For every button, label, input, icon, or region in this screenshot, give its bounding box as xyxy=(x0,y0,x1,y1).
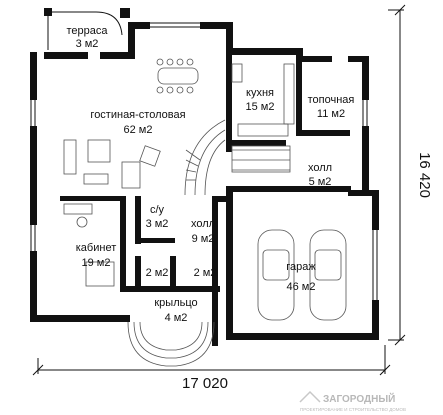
living-room-label: гостиная-столовая 62 м2 xyxy=(90,109,185,136)
svg-text:9 м2: 9 м2 xyxy=(192,233,215,245)
staircase xyxy=(184,119,291,196)
kitchen-label: кухня 15 м2 xyxy=(246,87,275,113)
dining-table xyxy=(156,58,199,94)
svg-text:ЗАГОРОДНЫЙ: ЗАГОРОДНЫЙ xyxy=(323,392,395,405)
garage-label: гараж 46 м2 xyxy=(286,261,316,293)
width-dimension-label: 17 020 xyxy=(182,375,228,392)
wc-label: с/у 3 м2 xyxy=(146,204,169,230)
svg-text:3 м2: 3 м2 xyxy=(146,218,169,230)
svg-text:2 м2: 2 м2 xyxy=(194,267,217,279)
svg-text:крыльцо: крыльцо xyxy=(154,297,197,309)
depth-dimension-line xyxy=(388,4,406,346)
svg-text:кабинет: кабинет xyxy=(76,242,116,254)
porch-steps xyxy=(127,321,215,367)
kitchen-counter xyxy=(231,63,295,137)
hall-center-label: холл 9 м2 xyxy=(191,218,215,245)
study-label: кабинет 19 м2 xyxy=(76,242,116,269)
svg-text:с/у: с/у xyxy=(150,204,165,216)
svg-text:холл: холл xyxy=(191,218,215,230)
boiler-room-label: топочная 11 м2 xyxy=(308,94,355,120)
sofa xyxy=(63,139,161,185)
depth-dimension-label: 16 420 xyxy=(416,152,433,198)
terrace-label: терраса 3 м2 xyxy=(66,25,108,50)
study-furniture xyxy=(63,161,141,287)
svg-text:топочная: топочная xyxy=(308,94,355,106)
svg-text:гараж: гараж xyxy=(286,261,316,273)
exterior-walls xyxy=(28,20,381,340)
interior-walls xyxy=(60,52,351,346)
svg-text:5 м2: 5 м2 xyxy=(309,176,332,188)
svg-text:холл: холл xyxy=(308,162,332,174)
porch-label: крыльцо 4 м2 xyxy=(154,297,197,324)
svg-text:46 м2: 46 м2 xyxy=(287,281,316,293)
svg-text:гостиная-столовая: гостиная-столовая xyxy=(90,109,185,121)
width-dimension-line xyxy=(32,345,391,376)
svg-text:11 м2: 11 м2 xyxy=(317,108,345,120)
company-logo: ЗАГОРОДНЫЙ ПРОЕКТИРОВАНИЕ И СТРОИТЕЛЬСТВ… xyxy=(299,390,406,412)
svg-text:терраса: терраса xyxy=(66,25,108,37)
svg-text:19 м2: 19 м2 xyxy=(82,257,111,269)
terrace-outline xyxy=(44,8,130,50)
svg-text:3 м2: 3 м2 xyxy=(76,38,99,50)
svg-text:ПРОЕКТИРОВАНИЕ И СТРОИТЕЛЬСТВО: ПРОЕКТИРОВАНИЕ И СТРОИТЕЛЬСТВО ДОМОВ xyxy=(300,407,406,412)
closet-right-label: 2 м2 xyxy=(194,267,217,279)
garage-cars xyxy=(257,229,347,321)
svg-text:кухня: кухня xyxy=(246,87,274,99)
hall-right-label: холл 5 м2 xyxy=(308,162,332,188)
svg-text:62 м2: 62 м2 xyxy=(124,124,153,136)
svg-text:15 м2: 15 м2 xyxy=(246,101,275,113)
closet-left-label: 2 м2 xyxy=(146,267,169,279)
svg-text:4 м2: 4 м2 xyxy=(165,312,188,324)
svg-text:2 м2: 2 м2 xyxy=(146,267,169,279)
